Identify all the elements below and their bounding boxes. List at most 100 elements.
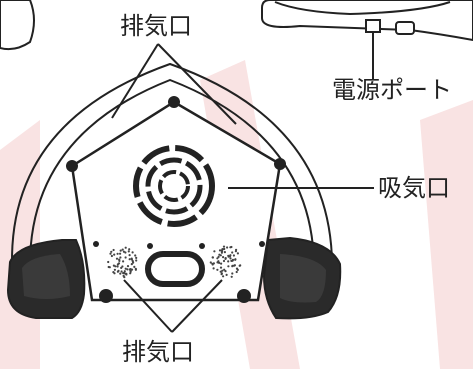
grille-hole — [122, 250, 125, 253]
top-right-edge — [274, 1, 451, 16]
grille-hole — [231, 265, 234, 268]
grille-hole — [229, 257, 232, 260]
grille-hole — [227, 265, 230, 268]
grille-hole — [113, 253, 116, 256]
left-bumper-highlight — [22, 254, 70, 299]
dot-center-left — [147, 243, 153, 249]
exhaust-top-leader-left — [111, 43, 159, 119]
dot-center-right — [199, 243, 205, 249]
grille-hole — [216, 268, 219, 271]
grille-hole — [223, 247, 226, 251]
grille-hole — [130, 263, 133, 266]
grille-hole — [124, 267, 127, 270]
grille-hole — [236, 268, 239, 271]
grille-hole — [134, 267, 137, 270]
intake-ring-inner — [158, 170, 190, 202]
grille-hole — [122, 272, 125, 275]
right-bumper-highlight — [280, 254, 326, 303]
grille-hole — [229, 254, 232, 257]
grille-hole — [219, 266, 223, 269]
grille-hole — [131, 260, 134, 263]
grille-hole — [109, 252, 112, 255]
grille-hole — [130, 257, 133, 260]
dot-right — [259, 241, 265, 247]
grille-hole — [134, 254, 137, 257]
grille-hole — [113, 268, 116, 271]
exhaust-top-leader-right — [157, 43, 237, 125]
grille-hole — [117, 269, 120, 272]
grille-hole — [233, 264, 236, 267]
grille-hole — [229, 246, 232, 249]
grille-hole — [221, 269, 224, 272]
grille-hole — [232, 254, 235, 257]
intake-ring-outer — [133, 145, 215, 227]
exhaust-bottom-leader-right — [171, 279, 223, 333]
grille-hole — [226, 246, 229, 249]
intake-ring-middle — [145, 157, 203, 215]
stripe-right — [420, 100, 473, 369]
grille-hole — [216, 261, 219, 264]
grille-hole — [128, 254, 131, 257]
grille-hole — [120, 270, 123, 273]
screw-bottom-right — [237, 289, 251, 303]
grille-hole — [133, 265, 136, 268]
grille-hole — [125, 273, 128, 276]
grille-hole — [112, 264, 115, 267]
intake-vent — [133, 145, 215, 227]
grille-hole — [227, 260, 230, 263]
grille-hole — [212, 267, 215, 270]
screw-left — [66, 160, 78, 172]
grille-hole — [117, 262, 121, 265]
grille-hole — [231, 251, 234, 254]
grille-hole — [224, 257, 227, 260]
grille-hole — [110, 254, 113, 258]
grille-hole — [122, 260, 125, 263]
grille-hole — [222, 245, 226, 248]
grille-hole — [126, 268, 129, 271]
body-outer-arc — [11, 62, 333, 261]
grille-hole — [128, 248, 131, 251]
handle-recess — [145, 251, 205, 287]
grille-hole — [131, 251, 134, 254]
grille-hole — [230, 275, 233, 278]
grille-hole — [135, 256, 138, 259]
screw-top — [168, 96, 180, 108]
grille-hole — [218, 253, 221, 256]
grille-hole — [234, 258, 237, 261]
grille-hole — [213, 250, 216, 253]
grille-hole — [234, 250, 237, 253]
grille-hole — [231, 259, 234, 262]
dot-left — [93, 241, 99, 247]
top-left-part — [0, 0, 35, 51]
grille-hole — [121, 248, 124, 251]
grille-hole — [220, 249, 223, 252]
grille-hole — [127, 250, 130, 253]
grille-hole — [112, 248, 115, 252]
grille-hole — [220, 262, 223, 265]
grille-hole — [128, 258, 131, 261]
screw-bottom-left — [99, 289, 113, 303]
grille-hole — [211, 256, 214, 259]
grille-hole — [231, 272, 234, 275]
grille-hole — [227, 254, 230, 257]
grille-hole — [218, 249, 222, 252]
grille-hole — [235, 270, 238, 274]
grille-hole — [222, 256, 225, 259]
screw-right — [274, 158, 286, 170]
top-right-part — [261, 0, 473, 80]
grille-hole — [124, 256, 127, 259]
grille-hole — [129, 268, 132, 271]
grille-hole — [115, 257, 119, 260]
exhaust-top-leaders — [111, 43, 237, 125]
grille-hole — [220, 251, 223, 254]
grille-hole — [108, 266, 111, 269]
grille-hole — [116, 265, 119, 268]
grille-hole — [222, 275, 225, 278]
grille-hole — [209, 261, 212, 264]
grille-hole — [224, 270, 227, 273]
screws — [66, 96, 286, 303]
grille-hole — [121, 265, 124, 268]
grille-hole — [222, 259, 226, 263]
